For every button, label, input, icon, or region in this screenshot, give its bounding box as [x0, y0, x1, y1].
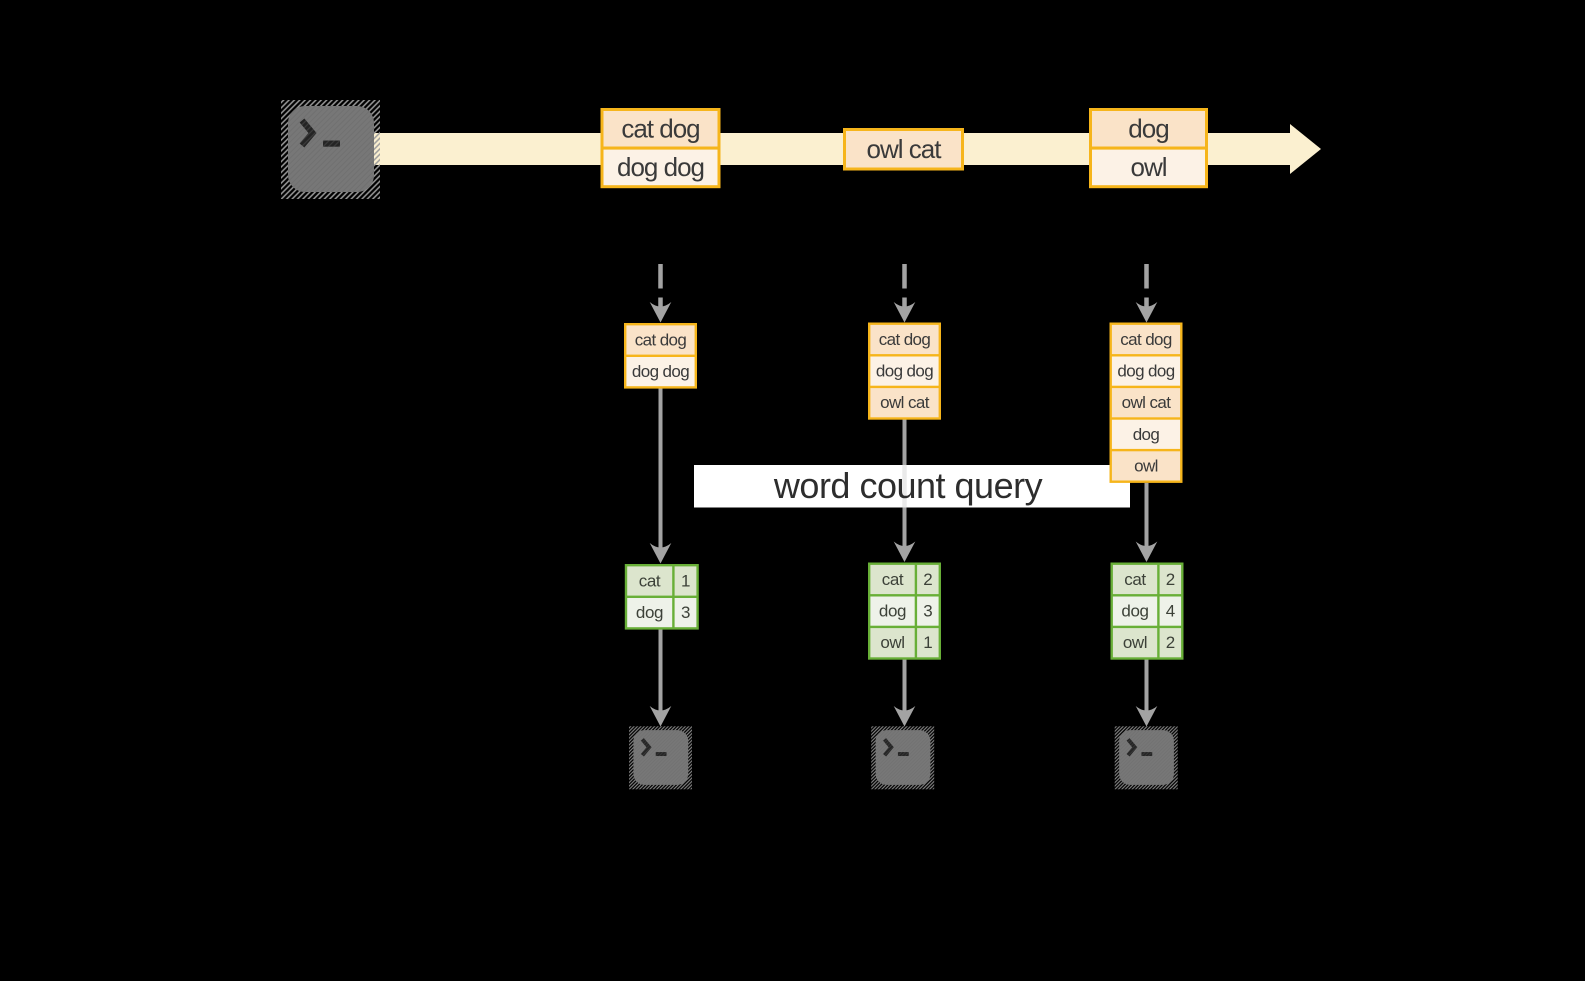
svg-text:dog dog: dog dog [1117, 362, 1174, 381]
svg-text:cat: cat [639, 572, 661, 591]
svg-text:3: 3 [923, 602, 932, 621]
svg-text:owl: owl [880, 633, 904, 652]
svg-text:owl cat: owl cat [880, 393, 930, 412]
svg-text:1: 1 [681, 572, 690, 591]
svg-text:owl cat: owl cat [867, 134, 943, 164]
svg-text:dog dog: dog dog [876, 362, 933, 381]
svg-text:owl cat: owl cat [1122, 393, 1172, 412]
svg-text:cat dog: cat dog [879, 330, 931, 349]
svg-text:dog: dog [1133, 425, 1160, 444]
svg-text:1: 1 [923, 633, 932, 652]
svg-text:cat: cat [1124, 570, 1146, 589]
svg-text:dog: dog [879, 602, 906, 621]
svg-text:dog: dog [1121, 602, 1148, 621]
svg-text:dog dog: dog dog [632, 362, 689, 381]
svg-text:owl: owl [1134, 456, 1158, 475]
svg-text:owl: owl [1130, 152, 1166, 182]
svg-text:dog dog: dog dog [617, 152, 704, 182]
svg-text:2: 2 [1166, 633, 1175, 652]
svg-text:owl: owl [1123, 633, 1147, 652]
svg-text:4: 4 [1166, 602, 1175, 621]
svg-text:dog: dog [1128, 114, 1168, 144]
svg-text:word count query: word count query [773, 465, 1043, 506]
svg-text:dog: dog [636, 603, 663, 622]
svg-text:2: 2 [923, 570, 932, 589]
svg-text:2: 2 [1166, 570, 1175, 589]
svg-text:cat dog: cat dog [635, 331, 687, 350]
svg-text:3: 3 [681, 603, 690, 622]
svg-text:cat dog: cat dog [1120, 330, 1172, 349]
svg-text:cat dog: cat dog [621, 114, 699, 144]
svg-text:cat: cat [882, 570, 904, 589]
